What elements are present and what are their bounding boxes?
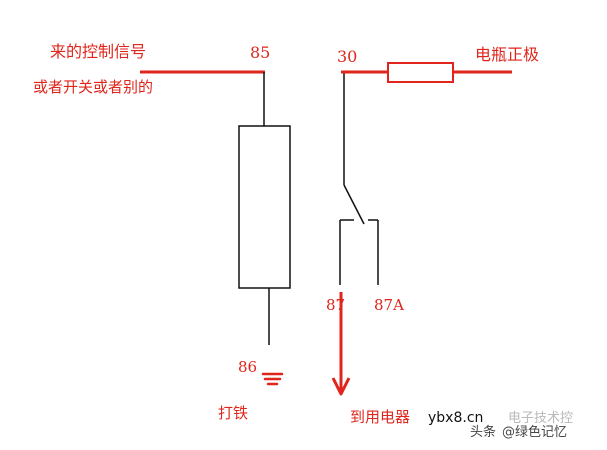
pin-87a-label: 87A: [374, 296, 404, 314]
load-arrow-head: [331, 377, 351, 396]
source-prefix: 头条: [470, 424, 496, 440]
pin-85-label: 85: [250, 43, 270, 62]
ground-icon: [261, 372, 284, 386]
battery-positive-label: 电瓶正极: [475, 45, 539, 64]
site-watermark-bg: [425, 408, 493, 426]
load-label: 到用电器: [350, 408, 410, 426]
fuse-icon: [387, 62, 454, 83]
relay-coil: [238, 125, 291, 289]
switch-arm: [343, 184, 365, 225]
pin-30-label: 30: [337, 47, 357, 66]
source-overlay-text: 电子技术控: [508, 411, 573, 426]
site-watermark: ybx8.cn: [428, 410, 483, 426]
control-signal-label: 来的控制信号: [50, 42, 146, 61]
source-handle: @绿色记忆: [502, 424, 567, 440]
ground-label: 打铁: [218, 404, 248, 422]
pin-87-label: 87: [326, 296, 345, 314]
control-signal-sub-label: 或者开关或者别的: [33, 78, 153, 96]
pin-86-label: 86: [238, 358, 257, 376]
